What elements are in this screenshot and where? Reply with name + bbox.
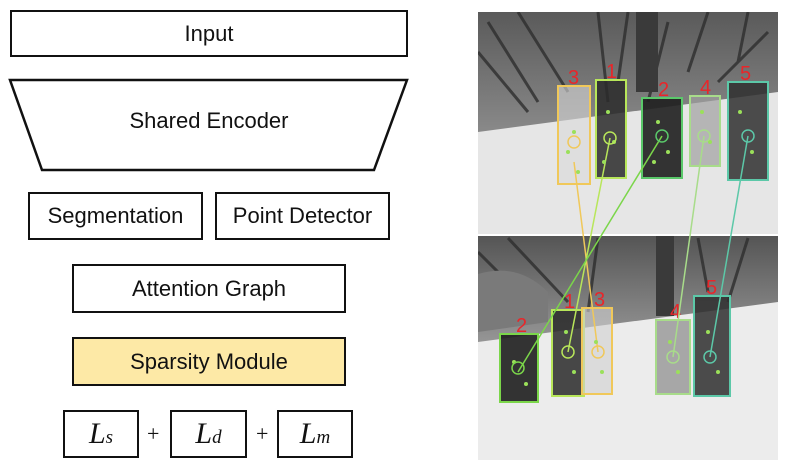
plus-sign-2: + [256,421,269,446]
bottom-plant-trunk [656,236,674,316]
sparsity-module-box: Sparsity Module [72,337,346,386]
top-labels: 3 1 2 4 5 [568,61,751,101]
top-label-5: 5 [740,63,751,85]
loss-d-base: L [195,417,213,450]
bottom-label-2: 2 [516,315,527,337]
top-label-4: 4 [700,77,711,99]
sparsity-module-label: Sparsity Module [130,348,288,374]
keypoint-matching-photo: 3 1 2 4 5 2 1 3 4 5 [478,12,778,460]
input-label: Input [184,20,234,46]
hand [478,270,548,332]
attention-graph-label: Attention Graph [131,275,287,301]
loss-s-base: L [88,417,106,450]
bottom-labels: 2 1 3 4 5 [516,277,717,337]
top-boxes [557,79,769,185]
segmentation-box: Segmentation [28,192,203,240]
bottom-label-1: 1 [564,291,575,313]
bottom-label-4: 4 [670,301,681,323]
top-label-2: 2 [658,79,669,101]
loss-d-sub: d [212,427,222,448]
loss-s-sub: s [105,427,114,448]
top-label-1: 1 [606,61,617,83]
loss-m-base: L [299,417,317,450]
bottom-boxes [499,295,731,403]
point-detector-box: Point Detector [215,192,390,240]
match-rings [511,129,755,375]
shared-encoder-label: Shared Encoder [129,108,289,133]
point-detector-label: Point Detector [232,203,373,228]
loss-m-sub: m [316,427,331,448]
match-lines [517,135,749,373]
segmentation-label: Segmentation [47,203,184,228]
attention-graph-box: Attention Graph [72,264,346,313]
input-box: Input [10,10,408,57]
top-label-3: 3 [568,67,579,89]
plus-sign-1: + [147,421,160,446]
shared-encoder-trapezoid [8,78,409,172]
bottom-label-5: 5 [706,277,717,299]
bottom-label-3: 3 [594,289,605,311]
keypoints [512,110,754,386]
top-plant-trunk [636,12,658,92]
